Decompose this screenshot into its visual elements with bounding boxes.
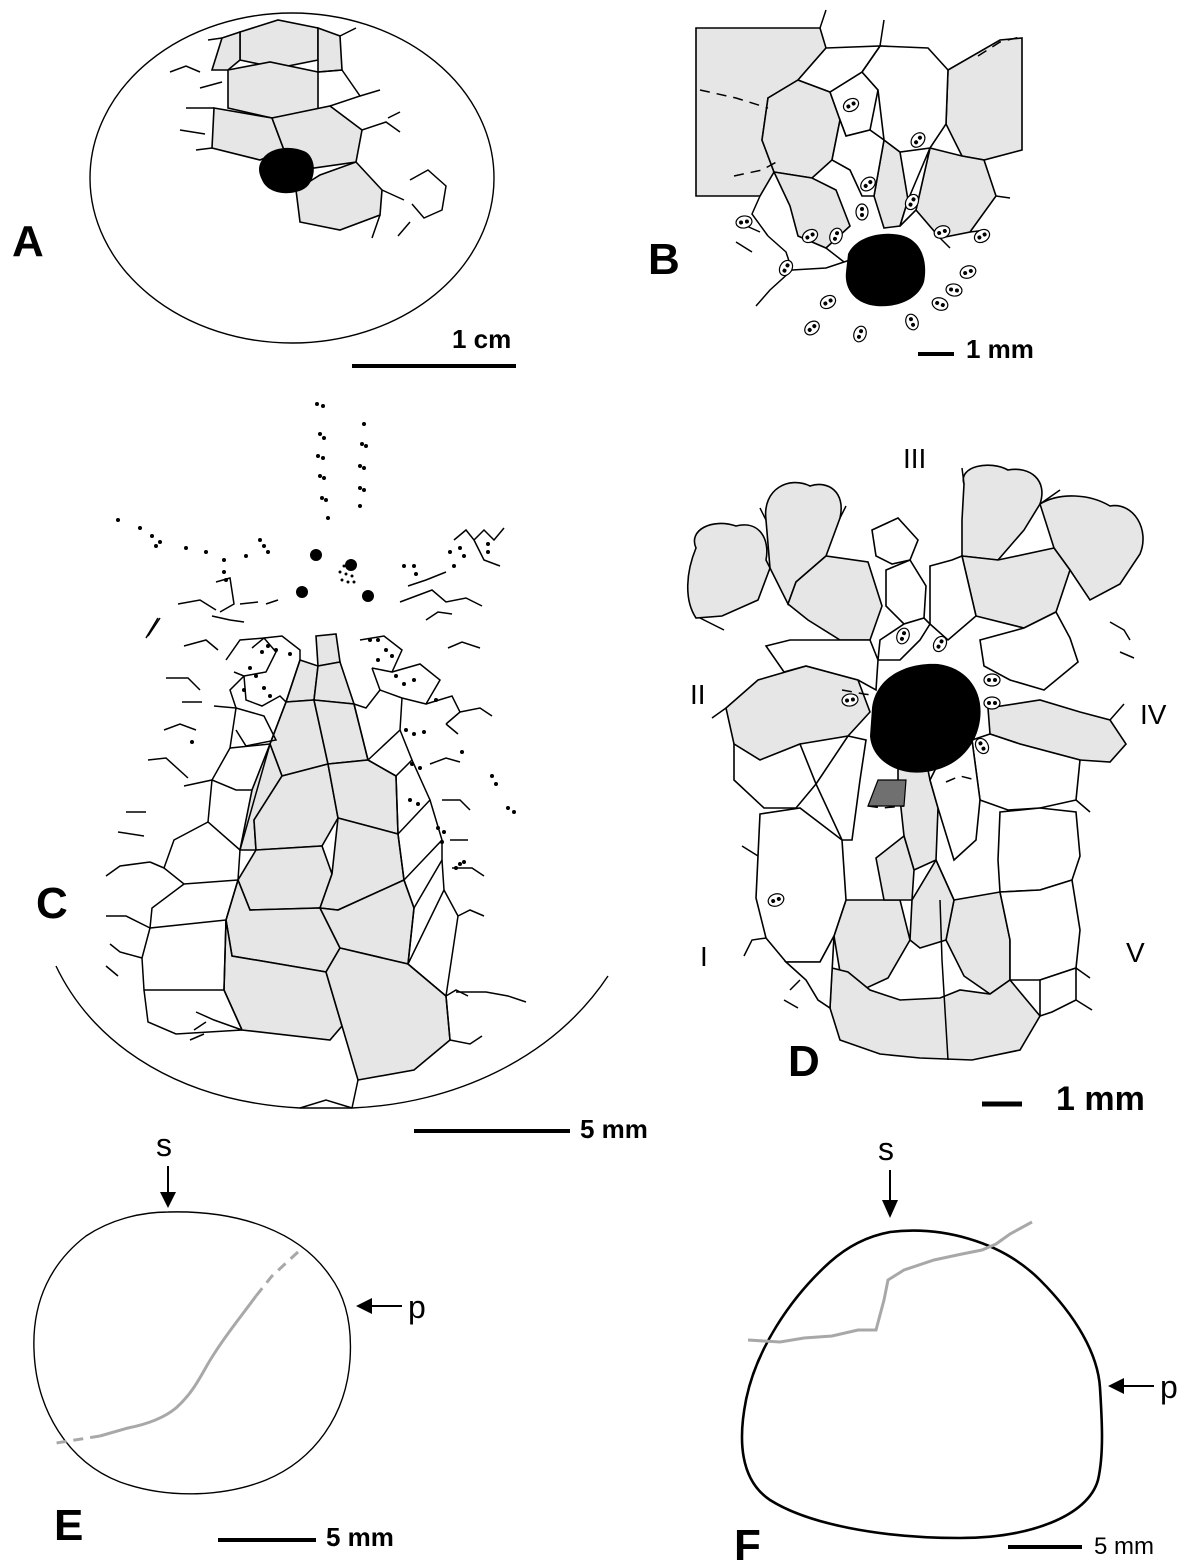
ambulacrum-label-i: I	[700, 941, 708, 972]
suture-e	[100, 1296, 256, 1436]
panel-label-c: C	[36, 879, 68, 928]
test-outline-f	[742, 1231, 1102, 1538]
suture-f	[748, 1222, 1032, 1342]
arrow-p-head-e	[356, 1298, 372, 1314]
arrow-p-label-f: p	[1160, 1369, 1178, 1405]
arrow-s-label-e: s	[156, 1127, 172, 1163]
scale-text-a: 1 cm	[452, 324, 511, 354]
apical-disc-b	[846, 234, 925, 307]
apical-disc-a	[259, 148, 314, 193]
plate-column-a	[212, 20, 382, 230]
scale-text-c: 5 mm	[580, 1114, 648, 1144]
ambulacrum-label-v: V	[1126, 937, 1145, 968]
arrow-s-head-f	[882, 1200, 898, 1218]
ambulacrum-label-iii: III	[903, 443, 926, 474]
scale-text-d: 1 mm	[1056, 1080, 1145, 1118]
ambulacrum-label-iv: IV	[1140, 699, 1167, 730]
panel-label-f: F	[734, 1521, 761, 1564]
ambulacrum-label-ii: II	[690, 679, 706, 710]
suture-dashed-e-1	[256, 1252, 298, 1296]
gonopore-c-1	[310, 549, 322, 561]
panel-label-e: E	[54, 1501, 83, 1550]
panel-label-b: B	[648, 235, 680, 284]
arrow-p-head-f	[1108, 1378, 1124, 1394]
periproct-dots-c	[116, 402, 490, 584]
gonopore-c-4	[362, 590, 374, 602]
panel-e: s p E 5 mm	[34, 1127, 426, 1552]
gonopore-c-2	[345, 559, 357, 571]
panel-f: s p F 5 mm	[734, 1131, 1178, 1564]
scale-text-e: 5 mm	[326, 1522, 394, 1552]
genital-plate-dark-d	[868, 780, 906, 806]
panel-c: C 5 mm	[36, 402, 648, 1144]
arrow-p-label-e: p	[408, 1289, 426, 1325]
scale-text-b: 1 mm	[966, 334, 1034, 364]
arrow-s-head-e	[160, 1192, 176, 1208]
panel-b: B 1 mm	[648, 10, 1034, 364]
panel-d: III II IV I V D 1 mm	[688, 443, 1167, 1118]
suture-dashed-e-2	[50, 1436, 100, 1444]
plate-sutures-c	[146, 528, 504, 638]
arrow-s-label-f: s	[878, 1131, 894, 1167]
gonopore-c-3	[296, 586, 308, 598]
panel-a: A 1 cm	[12, 13, 516, 366]
panel-label-a: A	[12, 217, 44, 266]
panel-label-d: D	[788, 1037, 820, 1086]
scale-text-f: 5 mm	[1094, 1533, 1154, 1560]
test-outline-e	[34, 1212, 351, 1494]
